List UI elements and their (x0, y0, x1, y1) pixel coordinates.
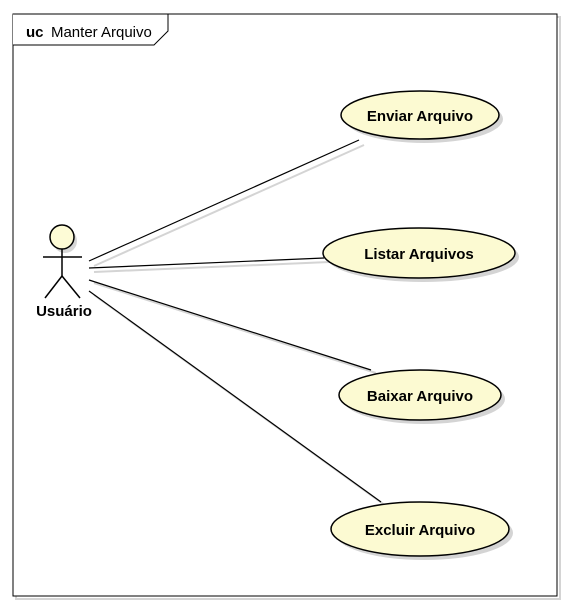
associations (88, 139, 387, 507)
use-case-listar[interactable]: Listar Arquivos (322, 227, 519, 282)
actor-usuario[interactable]: Usuário (36, 224, 92, 320)
association-baixar (88, 279, 372, 371)
frame-title: Manter Arquivo (51, 24, 152, 41)
use-case-ellipse (322, 227, 516, 279)
use-case-label: Baixar Arquivo (367, 388, 473, 405)
use-case-label: Excluir Arquivo (365, 522, 475, 539)
association-listar (88, 257, 325, 269)
use-case-baixar[interactable]: Baixar Arquivo (338, 369, 505, 424)
use-case-label: Enviar Arquivo (367, 108, 473, 125)
use-case-excluir[interactable]: Excluir Arquivo (330, 501, 513, 560)
association-excluir (88, 290, 382, 503)
use-case-ellipse (330, 501, 510, 557)
svg-text:uc Manter Arquivo: uc Manter Arquivo (26, 24, 152, 41)
actor-right-leg (61, 275, 81, 299)
frame-name-tab (13, 13, 169, 46)
association-enviar (88, 139, 360, 262)
use-case-enviar[interactable]: Enviar Arquivo (340, 90, 503, 143)
use-case-ellipse (340, 90, 500, 140)
actor-head (49, 224, 75, 250)
frame-keyword: uc (26, 24, 44, 41)
use-case-ellipse (338, 369, 502, 421)
actor-left-leg (44, 275, 63, 299)
use-case-label: Listar Arquivos (364, 246, 473, 263)
actor-label: Usuário (36, 303, 92, 320)
